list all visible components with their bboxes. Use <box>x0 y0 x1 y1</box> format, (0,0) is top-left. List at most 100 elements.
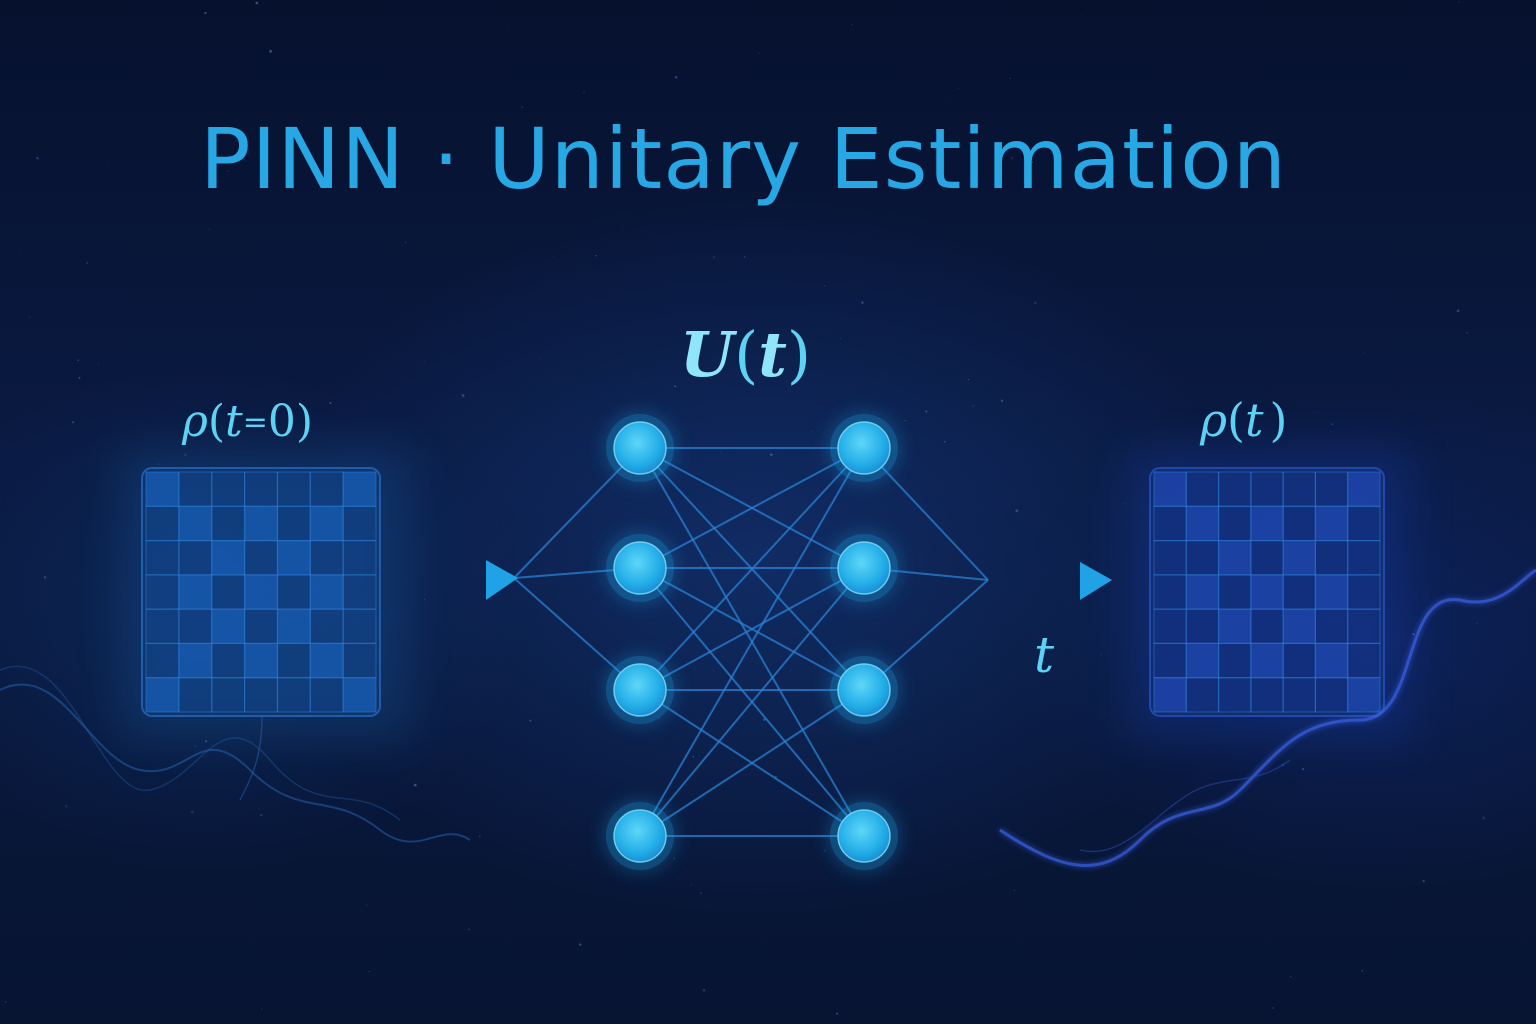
matrix-cell <box>1314 471 1349 507</box>
matrix-cell <box>1314 608 1349 644</box>
star <box>529 645 531 647</box>
star <box>1000 399 1004 402</box>
star <box>702 988 706 992</box>
matrix-cell <box>178 608 213 644</box>
matrix-cell <box>1282 608 1316 644</box>
star <box>1482 816 1486 820</box>
star <box>1486 914 1488 916</box>
star <box>595 255 597 257</box>
network-node <box>830 414 898 482</box>
star <box>1008 77 1011 80</box>
star <box>77 359 80 361</box>
matrix-cell <box>309 505 344 542</box>
star <box>861 301 864 304</box>
star <box>36 157 39 160</box>
star <box>967 378 970 381</box>
star <box>107 164 109 166</box>
matrix-cell <box>1347 539 1381 576</box>
matrix-cell <box>276 539 311 576</box>
matrix-cell <box>1347 471 1381 507</box>
star <box>621 227 623 230</box>
matrix-cell <box>1217 539 1252 576</box>
star <box>712 256 716 259</box>
matrix-cell <box>211 471 246 507</box>
matrix-cell <box>145 677 180 713</box>
star <box>1281 763 1285 767</box>
star <box>924 410 928 413</box>
matrix-cell <box>1217 642 1252 679</box>
matrix-cell <box>1347 642 1381 679</box>
matrix-cell <box>1347 608 1381 644</box>
matrix-cell <box>342 642 377 679</box>
matrix-cell <box>1185 505 1220 542</box>
matrix-cell <box>1185 471 1220 507</box>
matrix-cell <box>145 642 180 679</box>
network-edge <box>639 447 865 691</box>
star <box>258 37 260 39</box>
matrix-cell <box>1217 608 1252 644</box>
matrix-cell <box>1314 539 1349 576</box>
matrix-cell <box>1282 574 1316 610</box>
matrix-cell <box>1347 505 1381 542</box>
matrix-cell <box>1217 505 1252 542</box>
matrix-cell <box>1250 677 1284 713</box>
matrix-cell <box>211 505 246 542</box>
matrix-cell <box>178 471 213 507</box>
matrix-cell <box>1314 677 1349 713</box>
star <box>503 522 504 523</box>
star <box>529 719 532 722</box>
star <box>690 883 692 886</box>
matrix-cell <box>1185 642 1220 679</box>
star <box>451 1022 453 1023</box>
matrix-cell <box>276 505 311 542</box>
star <box>1031 160 1034 163</box>
matrix-cell <box>145 608 180 644</box>
star <box>836 1012 839 1015</box>
star <box>692 755 695 758</box>
network-node <box>606 656 674 724</box>
star <box>823 284 826 287</box>
star <box>1113 327 1114 328</box>
input-state-label: ρ(t=0) <box>181 396 313 447</box>
star <box>810 431 812 433</box>
matrix-cell <box>1282 677 1316 713</box>
star <box>1363 352 1365 354</box>
star <box>255 1 259 5</box>
matrix-cell <box>1250 642 1284 679</box>
star <box>971 404 975 408</box>
matrix-cell <box>244 677 279 713</box>
star <box>680 562 681 564</box>
star <box>674 385 677 388</box>
star <box>424 599 425 600</box>
star <box>1302 768 1305 771</box>
star <box>409 979 411 980</box>
matrix-cell <box>244 471 279 507</box>
matrix-cell <box>276 642 311 679</box>
network-node <box>830 802 898 870</box>
matrix-cell <box>309 471 344 507</box>
star <box>260 814 263 817</box>
matrix-cell <box>1282 642 1316 679</box>
star <box>1213 139 1215 141</box>
star <box>404 241 407 244</box>
matrix-cell <box>276 608 311 644</box>
matrix-cell <box>244 608 279 644</box>
star <box>1004 7 1006 9</box>
matrix-cell <box>211 539 246 576</box>
star <box>957 87 960 90</box>
matrix-cell <box>1250 608 1284 644</box>
star <box>1361 969 1363 972</box>
star <box>1010 156 1014 159</box>
star <box>43 576 47 579</box>
matrix-cell <box>342 471 377 507</box>
star <box>365 904 368 907</box>
matrix-cell <box>276 471 311 507</box>
star <box>190 810 194 814</box>
matrix-cell <box>1217 677 1252 713</box>
output-density-matrix <box>1130 450 1410 740</box>
matrix-cell <box>309 642 344 679</box>
star <box>1466 331 1469 334</box>
matrix-cell <box>178 677 213 713</box>
matrix-cell <box>244 574 279 610</box>
